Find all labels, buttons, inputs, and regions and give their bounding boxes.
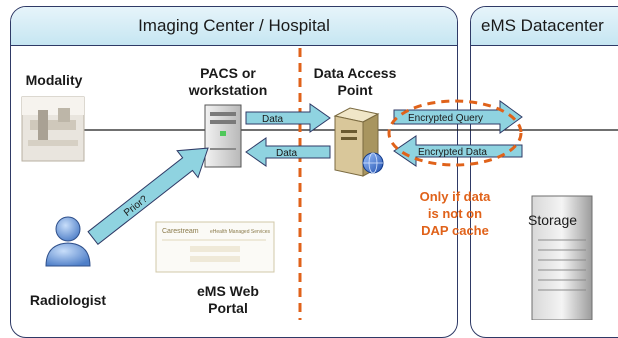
storage-server-icon (531, 195, 593, 320)
imaging-center-region: Imaging Center / Hospital (10, 6, 458, 338)
cache-note-line2: is not on (427, 206, 483, 221)
portal-title-text: eHealth Managed Services (210, 229, 271, 235)
pacs-label-line2: workstation (188, 82, 268, 98)
data-access-point-icon (333, 107, 380, 177)
dap-label-line1: Data Access (313, 65, 397, 81)
cache-note-line3: DAP cache (421, 223, 489, 238)
cache-note: Only if data is not on DAP cache (400, 188, 510, 239)
storage-label: Storage (528, 212, 578, 228)
web-portal-screenshot: Carestream eHealth Managed Services (155, 221, 275, 273)
imaging-center-title: Imaging Center / Hospital (11, 7, 457, 46)
data-arrow-to-dap: Data (245, 103, 331, 133)
data-arrow-to-pacs: Data (245, 137, 331, 167)
web-portal-label-line2: Portal (208, 300, 248, 316)
portal-brand-text: Carestream (162, 228, 199, 235)
radiologist-label: Radiologist (29, 292, 107, 308)
pacs-label: PACS or workstation (178, 65, 278, 99)
radiologist-icon (45, 216, 91, 267)
pacs-label-line1: PACS or (200, 65, 256, 81)
encrypted-data-arrow: Encrypted Data (393, 135, 523, 167)
globe-icon (362, 152, 384, 174)
encrypted-query-arrow: Encrypted Query (393, 100, 523, 134)
encrypted-data-label: Encrypted Data (418, 147, 487, 158)
datacenter-title: eMS Datacenter (471, 7, 618, 46)
cache-note-line1: Only if data (419, 189, 491, 204)
modality-label: Modality (25, 72, 83, 88)
dap-label-line2: Point (337, 82, 373, 98)
data-arrow-to-pacs-label: Data (276, 148, 298, 159)
web-portal-label: eMS Web Portal (188, 283, 268, 317)
cache-highlight-ellipse (387, 99, 523, 167)
web-portal-label-line1: eMS Web (197, 283, 259, 299)
modality-image (21, 96, 85, 162)
pacs-workstation-icon (204, 104, 242, 168)
data-arrow-to-dap-label: Data (262, 114, 284, 125)
encrypted-query-label: Encrypted Query (408, 113, 483, 124)
diagram-graphics: Data Data Encrypted Query Encrypted Data… (21, 48, 618, 320)
data-access-point-label: Data Access Point (305, 65, 405, 99)
